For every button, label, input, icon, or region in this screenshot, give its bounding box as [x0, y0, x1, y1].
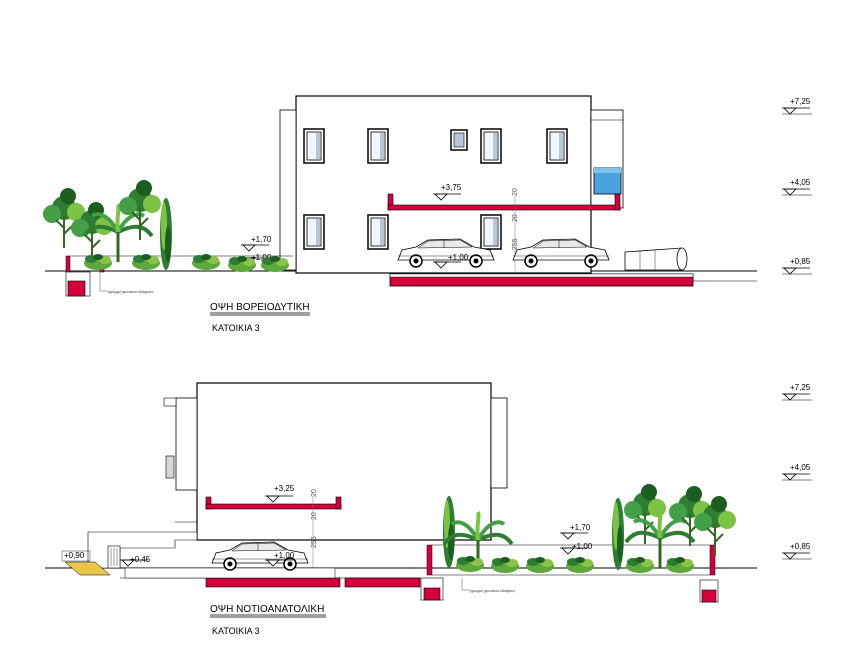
- elevation-subtitle: ΚΑΤΟΙΚΙΑ 3: [212, 626, 260, 636]
- ground-note: γραμμή φυσικού εδάφους: [108, 289, 153, 294]
- window: [367, 128, 389, 164]
- dimension-20a: 20: [311, 489, 318, 497]
- dimension-255: 255: [512, 238, 519, 250]
- side-levels: +7,25 +4,05 +0,85: [781, 97, 812, 275]
- gate: [624, 247, 688, 271]
- side-level-mid: +4,05: [790, 178, 811, 187]
- side-level-top: +7,25: [790, 383, 811, 392]
- level-car: +1,00: [274, 551, 295, 560]
- footing: [423, 587, 441, 601]
- window: [480, 128, 502, 164]
- parking-slab: [205, 577, 341, 588]
- carport-canopy: [205, 496, 342, 510]
- carport-canopy: [387, 193, 621, 211]
- window: [303, 214, 325, 250]
- level-left-a: +0,90: [64, 551, 85, 560]
- elevation-title: ΟΨΗ ΒΟΡΕΙΟΔΥΤΙΚΗ: [210, 302, 310, 313]
- level-terrace: +1,70: [570, 523, 591, 532]
- footing: [67, 280, 86, 297]
- window-small: [450, 129, 468, 151]
- footing: [701, 589, 717, 603]
- level-terrace-low: +1,00: [572, 542, 593, 551]
- side-levels: +7,25 +4,05 +0,85: [781, 383, 812, 560]
- elevation-subtitle: ΚΑΤΟΙΚΙΑ 3: [212, 323, 260, 333]
- window: [367, 214, 389, 250]
- window: [546, 128, 568, 164]
- level-left-b: +0,45: [130, 555, 151, 564]
- level-terrace-low: +1,00: [251, 253, 272, 262]
- dimension-255: 255: [311, 536, 318, 548]
- side-level-bottom: +0,85: [790, 257, 811, 266]
- level-canopy: +3,25: [274, 484, 295, 493]
- elevation-northwest: γραμμή φυσικού εδάφους +3,7: [42, 95, 812, 333]
- entrance-ramp: [64, 521, 198, 576]
- level-terrace: +1,70: [251, 235, 272, 244]
- level-canopy: +3,75: [441, 183, 462, 192]
- building-block: [163, 382, 508, 541]
- side-level-bottom: +0,85: [790, 542, 811, 551]
- window: [480, 214, 502, 250]
- elevation-title: ΟΨΗ ΝΟΤΙΟΑΝΑΤΟΛΙΚΗ: [210, 604, 324, 615]
- side-level-mid: +4,05: [790, 463, 811, 472]
- ground-note: γραμμή φυσικού εδάφους: [470, 588, 515, 593]
- dimension-20a: 20: [512, 188, 519, 196]
- side-level-top: +7,25: [790, 97, 811, 106]
- elevation-southeast: γραμμή φυσικού εδάφους +3,25 20 20 255: [45, 382, 812, 636]
- level-car: +1,00: [448, 253, 469, 262]
- dimension-20b: 20: [311, 512, 318, 520]
- dimension-20b: 20: [512, 214, 519, 222]
- window: [303, 128, 325, 164]
